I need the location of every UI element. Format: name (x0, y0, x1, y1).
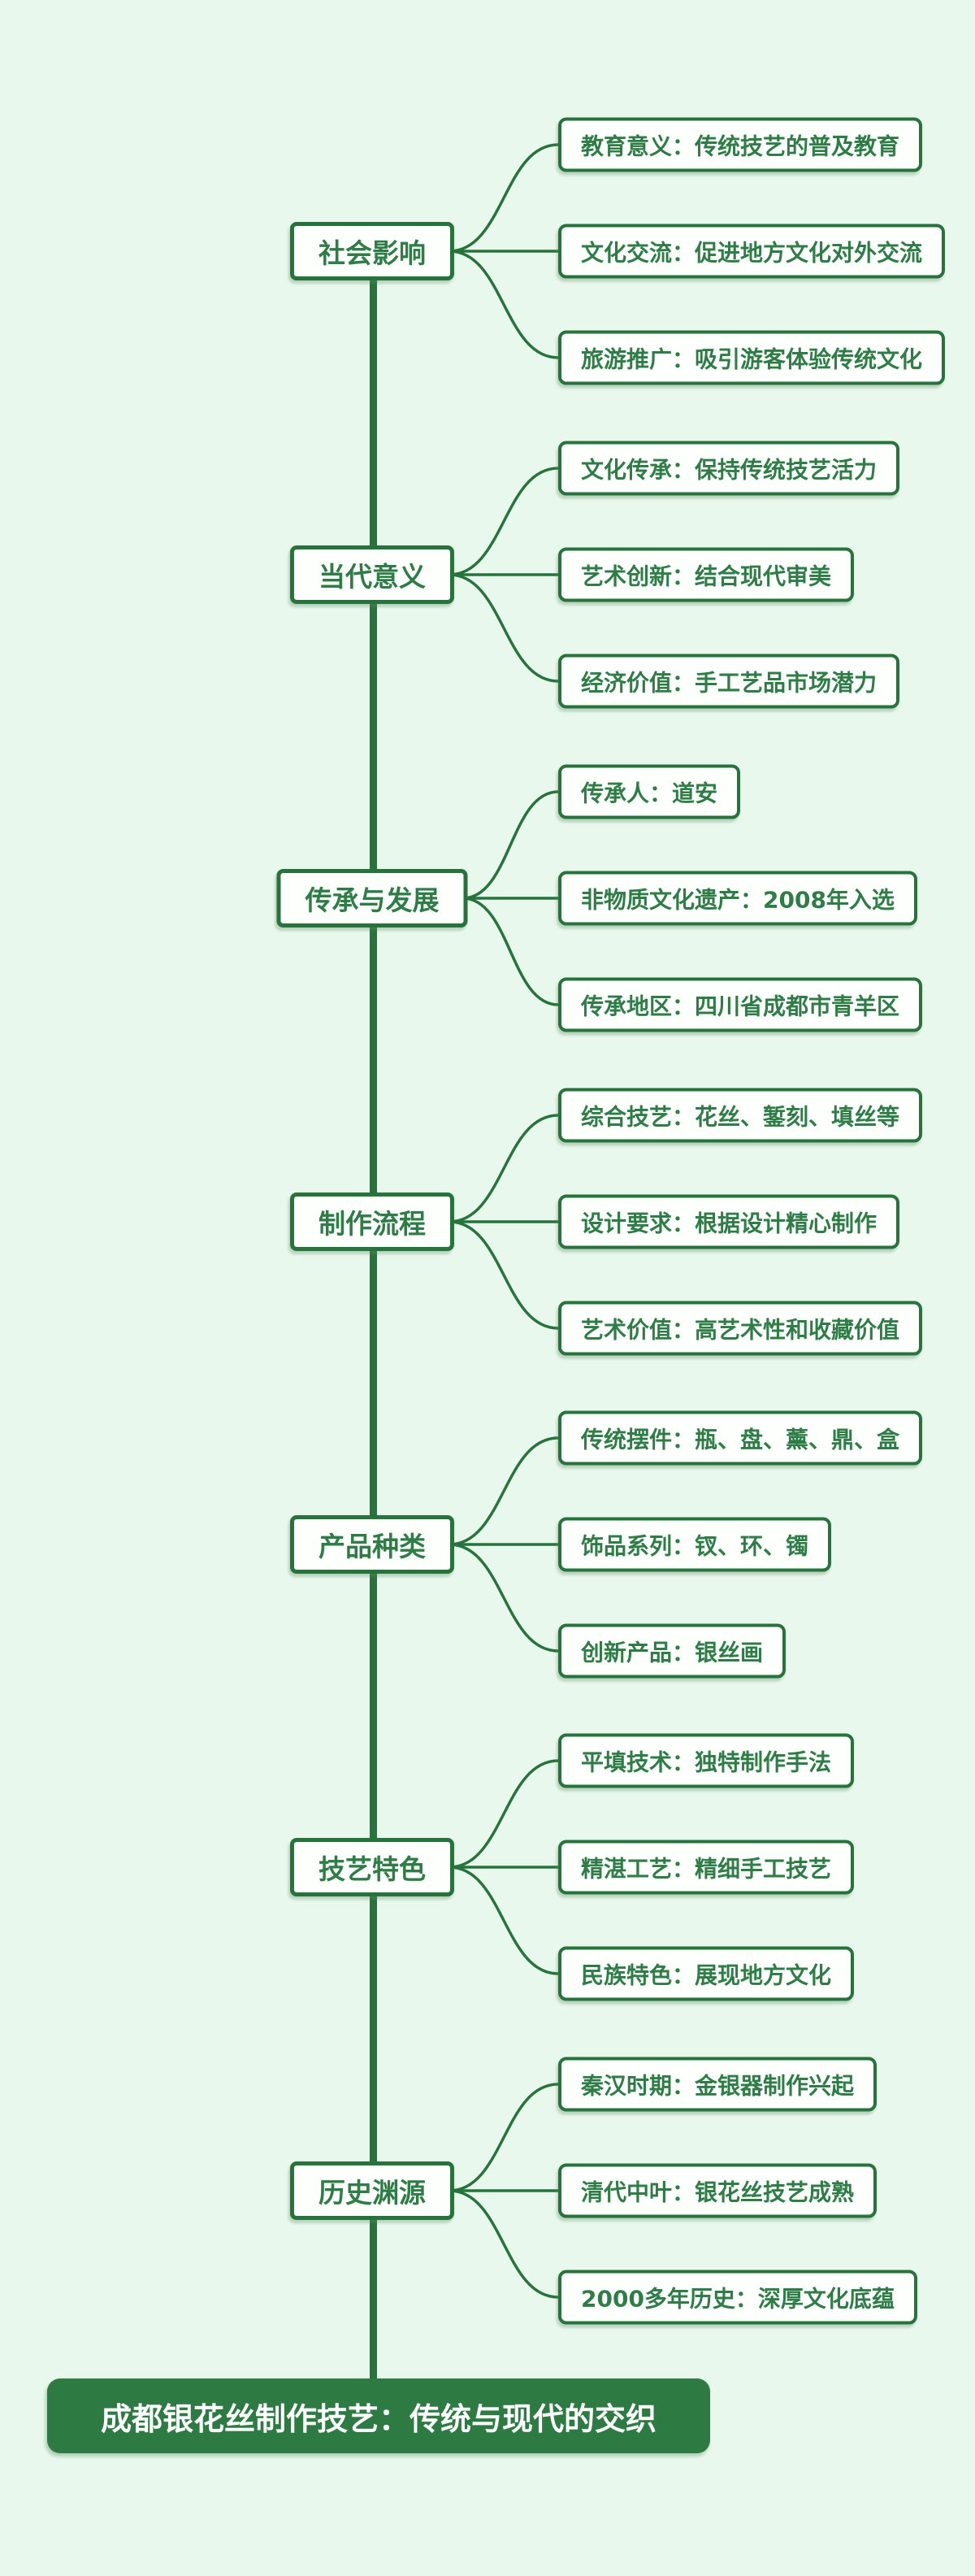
child-label: 民族特色：展现地方文化 (581, 1961, 832, 1988)
branch-connector (448, 250, 560, 359)
branch-connector (448, 2189, 560, 2299)
child-node[interactable]: 教育意义：传统技艺的普及教育 (558, 117, 923, 172)
branch-connector (448, 1114, 560, 1223)
branch-node[interactable]: 产品种类 (290, 1515, 454, 1574)
child-node[interactable]: 创新产品：银丝画 (558, 1623, 786, 1679)
child-label: 教育意义：传统技艺的普及教育 (581, 132, 900, 159)
branch-node[interactable]: 制作流程 (290, 1192, 454, 1251)
branch-label: 社会影响 (318, 237, 426, 269)
branch-node[interactable]: 社会影响 (290, 222, 454, 280)
branch-label: 技艺特色 (318, 1853, 426, 1885)
child-label: 平填技术：独特制作手法 (581, 1748, 832, 1775)
branch-node[interactable]: 传承与发展 (276, 869, 468, 927)
child-label: 传统摆件：瓶、盘、薰、鼎、盒 (581, 1426, 900, 1453)
branch-connector (448, 143, 560, 253)
branch-connector (448, 1759, 560, 1869)
child-label: 非物质文化遗产：2008年入选 (581, 886, 895, 913)
child-node[interactable]: 平填技术：独特制作手法 (558, 1733, 855, 1788)
child-node[interactable]: 非物质文化遗产：2008年入选 (558, 871, 917, 926)
child-label: 艺术价值：高艺术性和收藏价值 (581, 1316, 900, 1343)
branch-connector (448, 1220, 560, 1330)
branch-label: 传承与发展 (305, 884, 440, 916)
child-node[interactable]: 艺术创新：结合现代审美 (558, 547, 855, 602)
branch-connector (448, 1543, 560, 1653)
branch-connector (448, 1436, 560, 1546)
child-node[interactable]: 精湛工艺：精细手工技艺 (558, 1840, 855, 1895)
child-label: 创新产品：银丝画 (581, 1639, 764, 1666)
child-label: 旅游推广：吸引游客体验传统文化 (581, 345, 923, 372)
child-label: 艺术创新：结合现代审美 (581, 563, 832, 589)
child-label: 饰品系列：钗、环、镯 (581, 1532, 809, 1559)
branch-connector (448, 2083, 560, 2192)
branch-connector (448, 1866, 560, 1975)
child-label: 设计要求：根据设计精心制作 (581, 1210, 878, 1236)
child-node[interactable]: 秦汉时期：金银器制作兴起 (558, 2057, 878, 2112)
child-node[interactable]: 传承人：道安 (558, 764, 741, 819)
child-node[interactable]: 传统摆件：瓶、盘、薰、鼎、盒 (558, 1410, 923, 1466)
child-label: 2000多年历史：深厚文化底蕴 (581, 2285, 895, 2312)
branch-connector (448, 573, 560, 683)
root-node[interactable]: 成都银花丝制作技艺：传统与现代的交织 (47, 2378, 710, 2453)
root-label: 成都银花丝制作技艺：传统与现代的交织 (100, 2400, 656, 2437)
child-node[interactable]: 民族特色：展现地方文化 (558, 1946, 855, 2001)
branch-connector (461, 790, 560, 900)
child-label: 经济价值：手工艺品市场潜力 (581, 669, 878, 696)
branch-label: 当代意义 (318, 561, 426, 593)
child-label: 文化交流：促进地方文化对外交流 (581, 239, 923, 266)
child-label: 秦汉时期：金银器制作兴起 (581, 2072, 855, 2099)
child-label: 清代中叶：银花丝技艺成熟 (581, 2179, 855, 2205)
child-label: 综合技艺：花丝、錾刻、填丝等 (581, 1103, 900, 1130)
branch-label: 产品种类 (318, 1531, 426, 1562)
branch-connector (461, 897, 560, 1006)
child-node[interactable]: 清代中叶：银花丝技艺成熟 (558, 2163, 878, 2218)
branch-label: 历史渊源 (318, 2177, 426, 2209)
child-label: 精湛工艺：精细手工技艺 (581, 1855, 832, 1882)
branch-node[interactable]: 当代意义 (290, 545, 454, 604)
child-node[interactable]: 传承地区：四川省成都市青羊区 (558, 977, 923, 1032)
branch-node[interactable]: 历史渊源 (290, 2161, 454, 2220)
child-node[interactable]: 经济价值：手工艺品市场潜力 (558, 654, 900, 709)
branch-connector (448, 467, 560, 576)
child-node[interactable]: 文化传承：保持传统技艺活力 (558, 441, 900, 496)
child-node[interactable]: 设计要求：根据设计精心制作 (558, 1194, 900, 1249)
child-node[interactable]: 旅游推广：吸引游客体验传统文化 (558, 330, 946, 385)
child-node[interactable]: 饰品系列：钗、环、镯 (558, 1517, 832, 1572)
child-node[interactable]: 文化交流：促进地方文化对外交流 (558, 224, 946, 279)
child-node[interactable]: 艺术价值：高艺术性和收藏价值 (558, 1301, 923, 1356)
child-label: 文化传承：保持传统技艺活力 (581, 456, 878, 483)
child-node[interactable]: 综合技艺：花丝、錾刻、填丝等 (558, 1088, 923, 1143)
child-label: 传承地区：四川省成都市青羊区 (581, 993, 900, 1019)
branch-node[interactable]: 技艺特色 (290, 1838, 454, 1896)
child-label: 传承人：道安 (581, 780, 718, 806)
child-node[interactable]: 2000多年历史：深厚文化底蕴 (558, 2270, 917, 2325)
branch-label: 制作流程 (318, 1208, 426, 1240)
